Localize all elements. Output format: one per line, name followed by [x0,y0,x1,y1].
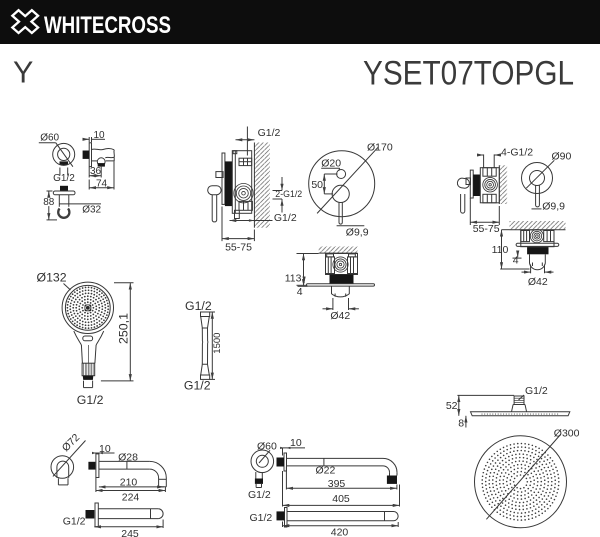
svg-text:Ø60: Ø60 [257,440,277,452]
svg-text:G1/2: G1/2 [77,393,104,407]
svg-text:Ø132: Ø132 [37,271,67,285]
svg-text:74: 74 [96,178,108,189]
svg-text:Ø32: Ø32 [82,204,101,215]
svg-text:224: 224 [122,492,140,504]
svg-text:110: 110 [492,244,509,256]
svg-text:Y: Y [13,56,33,90]
svg-text:10: 10 [290,437,302,449]
svg-text:4: 4 [513,254,519,266]
svg-text:WHITECROSS: WHITECROSS [44,12,171,39]
svg-text:Ø9,9: Ø9,9 [542,200,565,212]
svg-text:250,1: 250,1 [116,313,130,344]
svg-text:Ø20: Ø20 [321,158,341,170]
svg-text:88: 88 [43,197,55,208]
svg-text:1500: 1500 [212,333,223,354]
svg-text:4-G1/2: 4-G1/2 [501,147,533,159]
svg-text:G1/2: G1/2 [250,512,273,524]
svg-text:Ø28: Ø28 [118,452,138,464]
svg-text:113: 113 [285,273,302,285]
svg-text:405: 405 [332,493,350,505]
svg-text:YSET07TOPGL: YSET07TOPGL [363,55,574,93]
svg-text:Ø22: Ø22 [316,464,336,476]
svg-text:52: 52 [446,400,458,412]
svg-text:50: 50 [311,179,323,191]
svg-text:55-75: 55-75 [473,223,500,235]
svg-text:G1/2: G1/2 [184,379,211,393]
svg-text:Ø72: Ø72 [60,431,83,454]
svg-text:420: 420 [331,526,349,537]
svg-text:G1/2: G1/2 [53,173,75,184]
svg-text:G1/2: G1/2 [248,489,271,501]
svg-text:Ø9,9: Ø9,9 [346,227,369,239]
svg-text:36: 36 [90,166,102,177]
svg-text:G1/2: G1/2 [274,212,297,224]
svg-text:G1/2: G1/2 [63,515,86,527]
svg-text:Ø300: Ø300 [554,428,580,440]
svg-text:Ø42: Ø42 [528,276,548,288]
svg-text:8: 8 [458,417,464,429]
svg-text:G1/2: G1/2 [185,299,212,313]
svg-text:10: 10 [99,443,111,455]
svg-text:G1/2: G1/2 [525,385,548,397]
svg-text:Ø90: Ø90 [552,151,572,163]
svg-text:4: 4 [297,286,303,298]
svg-text:2-G1/2: 2-G1/2 [275,189,302,199]
svg-text:Ø170: Ø170 [367,142,393,154]
svg-text:55-75: 55-75 [225,242,252,254]
svg-text:210: 210 [120,476,138,488]
svg-text:245: 245 [121,528,139,537]
svg-text:10: 10 [94,130,106,141]
svg-text:Ø42: Ø42 [330,310,350,322]
svg-text:Ø60: Ø60 [40,133,59,144]
svg-text:G1/2: G1/2 [258,127,281,139]
